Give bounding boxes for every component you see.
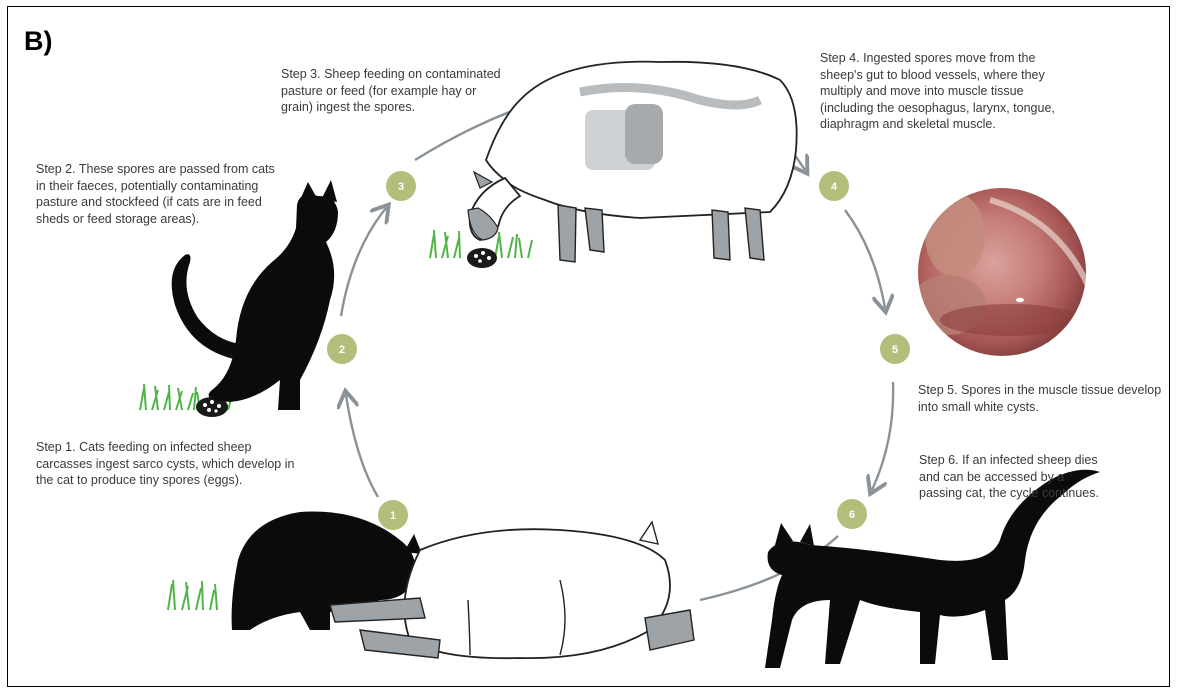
svg-text:3: 3 <box>398 181 404 193</box>
step-marker-2: 2 <box>327 334 357 364</box>
step-marker-1: 1 <box>378 500 408 530</box>
arrow-4-to-5 <box>845 210 885 308</box>
svg-text:2: 2 <box>339 344 345 356</box>
arrow-2-to-3 <box>341 208 386 316</box>
step-marker-5: 5 <box>880 334 910 364</box>
arrow-1-to-2 <box>346 395 378 497</box>
step-2-text: Step 2. These spores are passed from cat… <box>36 161 286 227</box>
svg-text:4: 4 <box>831 181 838 193</box>
step-5-text: Step 5. Spores in the muscle tissue deve… <box>918 382 1163 415</box>
svg-text:1: 1 <box>390 510 396 522</box>
step-marker-6: 6 <box>837 499 867 529</box>
step-6-text: Step 6. If an infected sheep dies and ca… <box>919 452 1109 502</box>
svg-text:6: 6 <box>849 509 855 521</box>
step-3-text: Step 3. Sheep feeding on contaminated pa… <box>281 66 511 116</box>
step-marker-3: 3 <box>386 171 416 201</box>
panel-label: B) <box>24 26 53 57</box>
arrow-5-to-6 <box>872 382 893 490</box>
muscle-cyst-photo <box>910 188 1090 356</box>
step-marker-4: 4 <box>819 171 849 201</box>
step-4-text: Step 4. Ingested spores move from the sh… <box>820 50 1075 133</box>
step-1-text: Step 1. Cats feeding on infected sheep c… <box>36 439 296 489</box>
svg-text:5: 5 <box>892 344 898 356</box>
sheep-grazing-icon <box>468 62 797 262</box>
